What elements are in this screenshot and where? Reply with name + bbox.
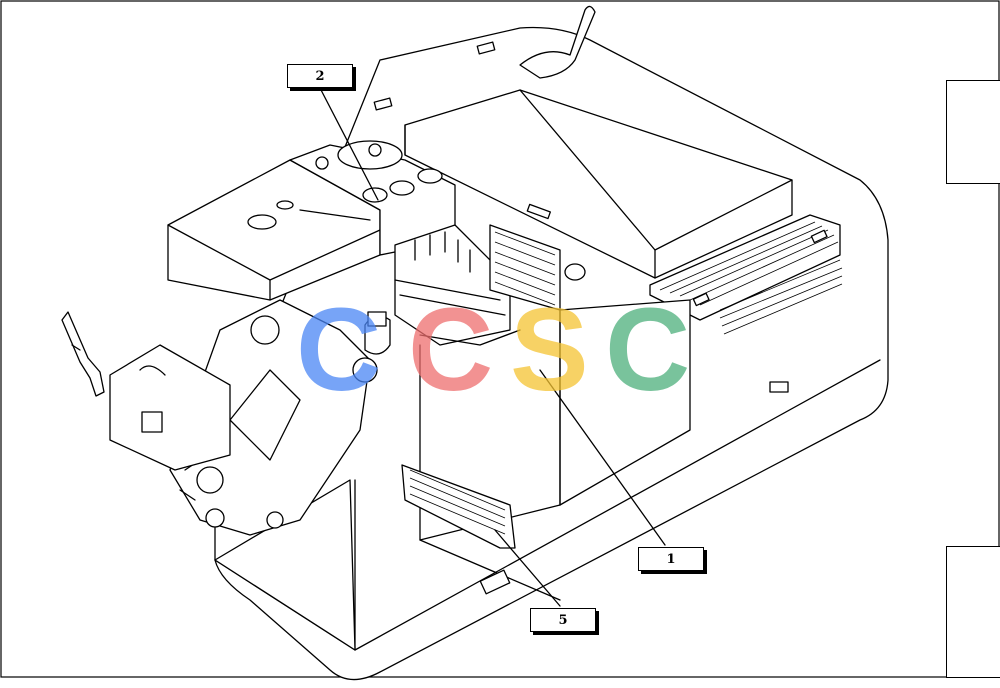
rear-grille xyxy=(649,214,843,335)
right-edge-tab-top xyxy=(946,80,1000,184)
boom-bracket xyxy=(169,299,378,536)
filter-handle xyxy=(364,311,391,355)
watermark-letter-c2: C xyxy=(408,284,493,416)
control-valve xyxy=(394,224,521,346)
hood-hinges xyxy=(373,41,828,307)
exhaust-pipe xyxy=(519,5,596,79)
callout-5: 5 xyxy=(530,608,596,632)
engine-hood xyxy=(404,89,793,279)
hydraulic-tank xyxy=(289,140,456,256)
left-toolbox xyxy=(109,344,231,471)
fuel-tank xyxy=(167,159,381,301)
access-panel xyxy=(401,464,516,549)
leader-lines xyxy=(319,87,666,607)
callout-2: 2 xyxy=(287,64,353,88)
callout-1: 1 xyxy=(638,547,704,571)
lever-handle xyxy=(61,311,105,397)
watermark-letter-c1: C xyxy=(296,284,381,416)
watermark: C C S C xyxy=(296,284,690,416)
watermark-letter-s: S xyxy=(510,284,589,416)
watermark-letter-c3: C xyxy=(605,284,690,416)
right-edge-tab-bottom xyxy=(946,546,1000,678)
rear-side-panel xyxy=(419,299,789,601)
